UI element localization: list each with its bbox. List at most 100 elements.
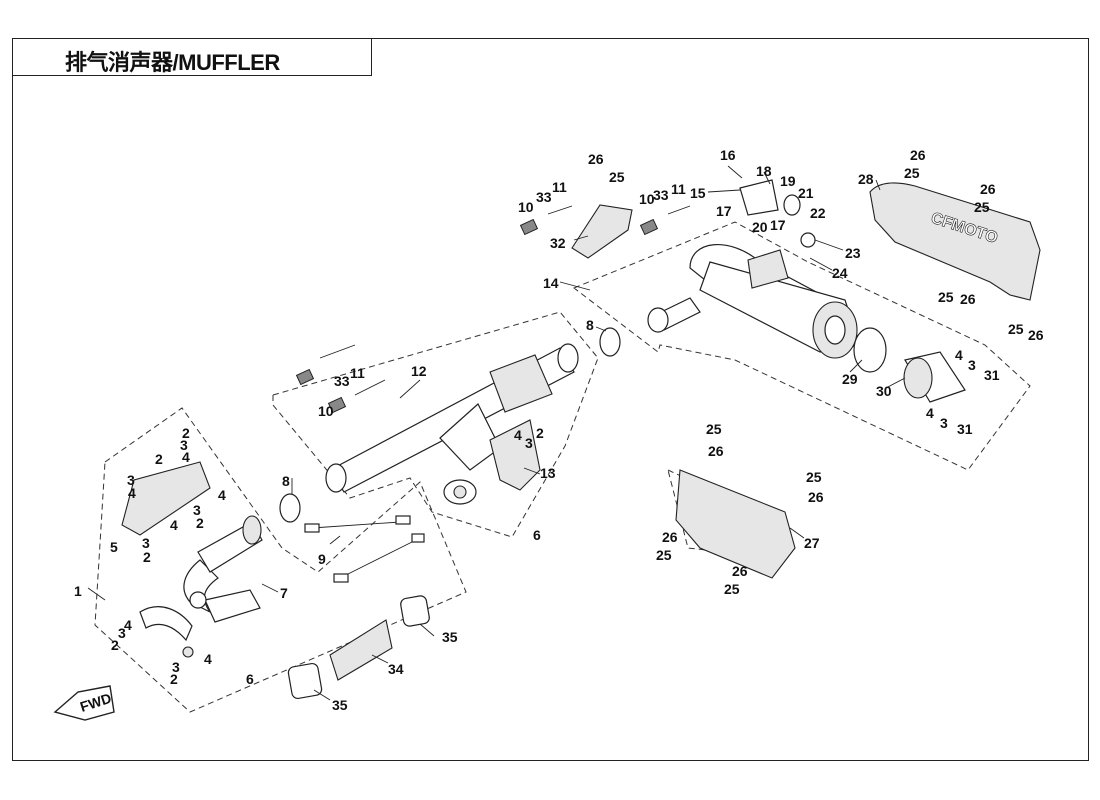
callout-17: 17 — [770, 217, 786, 233]
callout-1: 1 — [74, 583, 82, 599]
callout-33: 33 — [653, 187, 669, 203]
callout-26: 26 — [708, 443, 724, 459]
gasket-35-upper — [400, 595, 430, 627]
callout-21: 21 — [798, 185, 814, 201]
heat-shield-5 — [121, 461, 211, 536]
callout-25: 25 — [974, 199, 990, 215]
callout-14: 14 — [543, 275, 559, 291]
callout-25: 25 — [1008, 321, 1024, 337]
callout-31: 31 — [984, 367, 1000, 383]
callout-11: 11 — [552, 179, 567, 195]
callout-5: 5 — [110, 539, 118, 555]
callout-3: 3 — [968, 357, 976, 373]
callout-17: 17 — [716, 203, 732, 219]
callout-26: 26 — [980, 181, 996, 197]
gasket-8-upper — [599, 327, 621, 357]
callout-26: 26 — [588, 151, 604, 167]
callout-4: 4 — [926, 405, 934, 421]
callout-25: 25 — [724, 581, 740, 597]
callout-26: 26 — [910, 147, 926, 163]
callout-2: 2 — [196, 515, 204, 531]
callout-3: 3 — [940, 415, 948, 431]
callout-2: 2 — [536, 425, 544, 441]
gasket-35-lower — [287, 662, 323, 700]
spring-hardware-upper — [519, 205, 691, 236]
oxygen-sensors — [304, 515, 425, 583]
diagram-frame — [12, 38, 1089, 761]
callout-31: 31 — [957, 421, 973, 437]
callout-24: 24 — [832, 265, 848, 281]
bracket-13 — [489, 419, 541, 491]
spring-hardware-lower — [295, 344, 386, 414]
callout-3: 3 — [172, 659, 180, 675]
callout-9: 9 — [318, 551, 326, 567]
muffler-body — [647, 243, 861, 359]
callout-3: 3 — [118, 625, 126, 641]
callout-10: 10 — [518, 199, 534, 215]
callout-35: 35 — [442, 629, 458, 645]
callout-26: 26 — [732, 563, 748, 579]
tailpipe — [853, 327, 966, 403]
callout-25: 25 — [706, 421, 722, 437]
gasket-8-lower — [279, 493, 301, 523]
callout-4: 4 — [170, 517, 178, 533]
callout-2: 2 — [170, 671, 178, 687]
callout-26: 26 — [662, 529, 678, 545]
callout-2: 2 — [111, 637, 119, 653]
fwd-arrow: FWD — [53, 685, 115, 721]
callout-8: 8 — [586, 317, 594, 333]
callout-3: 3 — [142, 535, 150, 551]
callout-18: 18 — [756, 163, 772, 179]
callout-6: 6 — [246, 671, 254, 687]
callout-4: 4 — [218, 487, 226, 503]
callout-34: 34 — [388, 661, 404, 677]
callout-19: 19 — [780, 173, 796, 189]
heat-shield-34 — [329, 619, 393, 681]
flange-6 — [443, 479, 477, 505]
callout-33: 33 — [334, 373, 350, 389]
callout-4: 4 — [124, 617, 132, 633]
callout-25: 25 — [656, 547, 672, 563]
callout-25: 25 — [609, 169, 625, 185]
callout-4: 4 — [204, 651, 212, 667]
middle-pipe — [325, 343, 579, 493]
callout-2: 2 — [182, 425, 190, 441]
callout-13: 13 — [540, 465, 556, 481]
callout-25: 25 — [938, 289, 954, 305]
header-pipe — [139, 515, 263, 658]
callout-11: 11 — [350, 365, 365, 381]
heat-shield-27 — [675, 469, 796, 579]
group-12-boundary — [272, 311, 599, 538]
callout-3: 3 — [127, 472, 135, 488]
mount-bracket — [739, 179, 816, 289]
callout-11: 11 — [671, 181, 686, 197]
callout-27: 27 — [804, 535, 820, 551]
callout-4: 4 — [128, 485, 136, 501]
callout-25: 25 — [904, 165, 920, 181]
callout-3: 3 — [525, 435, 533, 451]
callout-8: 8 — [282, 473, 290, 489]
callout-2: 2 — [155, 451, 163, 467]
callout-labels: 1 2 2 2 2 2 2 2 3 3 3 3 3 3 3 3 3 4 4 4 … — [74, 147, 1044, 713]
callout-26: 26 — [1028, 327, 1044, 343]
callout-10: 10 — [639, 191, 655, 207]
leader-lines — [87, 165, 906, 701]
heat-shield-32 — [571, 204, 633, 259]
callout-23: 23 — [845, 245, 861, 261]
callout-3: 3 — [180, 437, 188, 453]
callout-32: 32 — [550, 235, 566, 251]
callout-2: 2 — [143, 549, 151, 565]
callout-16: 16 — [720, 147, 736, 163]
callout-26: 26 — [808, 489, 824, 505]
callout-10: 10 — [318, 403, 334, 419]
callout-4: 4 — [514, 427, 522, 443]
callout-20: 20 — [752, 219, 768, 235]
callout-29: 29 — [842, 371, 858, 387]
callout-33: 33 — [536, 189, 552, 205]
title-box: 排气消声器/MUFFLER — [12, 38, 372, 76]
callout-28: 28 — [858, 171, 874, 187]
callout-6: 6 — [533, 527, 541, 543]
callout-30: 30 — [876, 383, 892, 399]
muffler-cover-28: CFMOTO — [869, 182, 1041, 301]
callout-22: 22 — [810, 205, 826, 221]
